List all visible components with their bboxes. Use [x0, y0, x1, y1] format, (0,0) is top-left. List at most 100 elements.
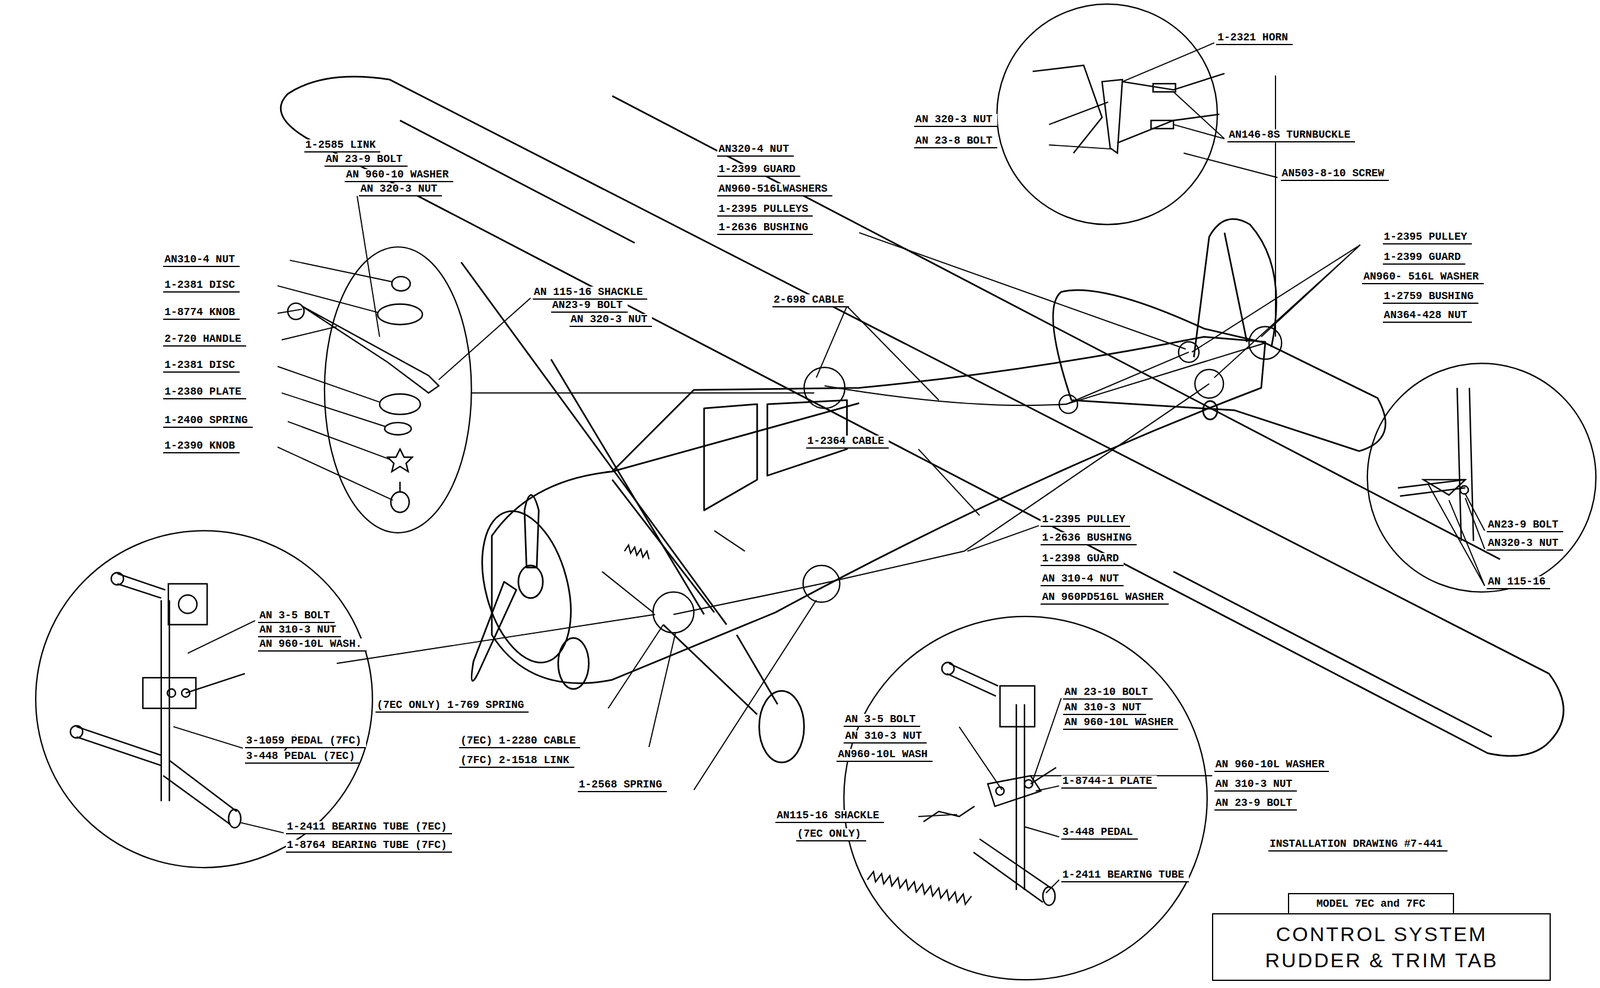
spring-coil: [624, 545, 650, 560]
detail-parts: [110, 572, 124, 585]
part-callout: 1-8744-1 PLATE: [1061, 775, 1157, 789]
control-cable: [602, 342, 1266, 615]
part-callout: 1-2636 BUSHING: [1040, 532, 1137, 546]
leader-line: [1048, 144, 1113, 149]
leader-line: [649, 632, 676, 747]
detail-parts: [1457, 387, 1474, 542]
leader-line: [173, 726, 243, 749]
detail-parts: [379, 393, 421, 415]
detail-circle: [843, 616, 1207, 980]
detail-parts: [384, 422, 412, 435]
control-cable: [714, 530, 746, 551]
detail-parts: [1000, 685, 1035, 727]
part-callout: AN 310-3 NUT: [1063, 701, 1147, 715]
part-callout: AN 960PD516L WASHER: [1040, 591, 1169, 605]
detail-parts: [390, 491, 410, 512]
part-callout: AN320-3 NUT: [1486, 537, 1564, 551]
part-callout: 1-2759 BUSHING: [1382, 290, 1479, 304]
part-callout: 2-698 CABLE: [772, 294, 849, 308]
leader-line: [281, 392, 386, 427]
leader-line: [471, 392, 815, 394]
part-callout: 1-2411 BEARING TUBE: [1061, 869, 1189, 883]
control-cable: [602, 571, 654, 613]
part-callout: 1-2399 GUARD: [1382, 251, 1466, 265]
detail-parts: [70, 725, 84, 739]
airframe: [759, 690, 805, 762]
airframe: [558, 637, 590, 689]
part-callout: 1-2568 SPRING: [577, 778, 667, 792]
detail-parts: [387, 449, 413, 472]
model-note: MODEL 7EC and 7FC: [1316, 897, 1426, 910]
part-callout: AN960-10L WASH: [836, 748, 932, 762]
part-callout: 1-2390 KNOB: [163, 440, 240, 454]
detail-parts: [996, 786, 1005, 795]
part-callout: 3-1059 PEDAL (7FC): [245, 735, 367, 749]
part-callout: 1-2399 GUARD: [717, 163, 801, 177]
airframe: [471, 581, 517, 681]
leader-line: [1048, 102, 1109, 125]
airframe: [612, 96, 1500, 560]
leader-line: [357, 195, 380, 337]
part-callout: AN 3-5 BOLT: [843, 713, 921, 727]
detail-circle: [803, 367, 845, 409]
part-callout: AN 320-3 NUT: [569, 313, 653, 327]
detail-circle: [803, 565, 841, 603]
airframe: [1203, 401, 1218, 420]
part-callout: AN310-4 NUT: [163, 253, 240, 267]
control-cable: [1066, 342, 1265, 405]
part-callout: INSTALLATION DRAWING #7-441: [1268, 838, 1448, 852]
part-callout: AN 3-5 BOLT: [258, 609, 335, 623]
part-callout: AN 320-3 NUT: [914, 113, 998, 127]
detail-parts: [163, 759, 237, 825]
part-callout: AN 23-9 BOLT: [1214, 797, 1298, 811]
part-callout: 1-8774 KNOB: [163, 306, 240, 320]
airframe: [518, 565, 543, 598]
leader-line: [608, 624, 664, 709]
airframe: [460, 262, 727, 625]
model-box: MODEL 7EC and 7FC: [1287, 892, 1455, 915]
part-callout: 1-2364 CABLE: [806, 435, 890, 449]
leader-line: [289, 260, 392, 282]
part-callout: AN 115-16: [1486, 576, 1551, 590]
part-callout: 1-2636 BUSHING: [717, 221, 813, 235]
detail-circle: [35, 530, 373, 868]
control-cable: [821, 383, 1210, 584]
part-callout: AN320-4 NUT: [717, 143, 794, 157]
part-callout: 1-2395 PULLEY: [1382, 231, 1472, 245]
detail-parts: [399, 481, 401, 492]
control-cable: [673, 583, 822, 615]
detail-parts: [973, 838, 1052, 903]
airframe: [1173, 571, 1493, 737]
leader-line: [287, 421, 390, 460]
part-callout: (7EC) 1-2280 CABLE: [459, 735, 581, 749]
leader-line: [277, 285, 378, 313]
leader-line: [277, 446, 393, 500]
spring-coil: [624, 545, 972, 905]
leader-line: [1191, 245, 1361, 378]
part-callout: 3-448 PEDAL: [1061, 826, 1138, 840]
detail-parts: [1397, 479, 1466, 496]
detail-parts: [301, 306, 439, 393]
part-callout: 2-720 HANDLE: [163, 333, 247, 347]
leader-line: [816, 306, 939, 400]
part-callout: AN 23-8 BOLT: [914, 135, 998, 149]
detail-parts: [117, 573, 166, 598]
leader-line: [967, 525, 1039, 552]
detail-parts: [167, 688, 176, 698]
part-callout: (7EC ONLY): [796, 828, 867, 842]
detail-circle: [1178, 341, 1199, 362]
leader-line: [918, 814, 957, 817]
detail-parts: [377, 304, 423, 325]
detail-parts: [178, 595, 197, 614]
airframe: [663, 624, 757, 715]
leader-line: [1032, 698, 1062, 781]
airframe: [491, 336, 1266, 684]
leader-line: [1183, 153, 1278, 178]
leader-line: [859, 232, 1186, 349]
detail-parts: [1117, 73, 1225, 143]
detail-circle: [324, 246, 472, 533]
airframe: [1224, 232, 1248, 342]
part-callout: AN960-516LWASHERS: [717, 183, 833, 197]
part-callout: 1-2381 DISC: [163, 279, 240, 293]
